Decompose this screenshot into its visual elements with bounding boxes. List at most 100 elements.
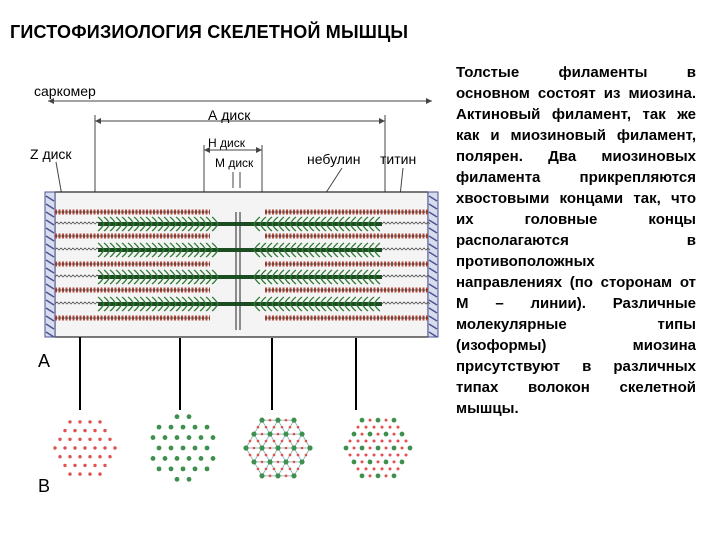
thick-filament-dot <box>156 466 162 472</box>
thin-filament-dot <box>396 453 400 457</box>
thin-filament-dot <box>364 453 368 457</box>
z-disc-hatch <box>428 259 438 266</box>
thin-filament-dot <box>264 467 268 471</box>
thick-filament-dot <box>180 466 186 472</box>
myosin-head <box>133 296 141 312</box>
myosin-head <box>97 242 105 258</box>
myosin-head <box>295 296 303 312</box>
thick-filament-dot <box>192 445 198 451</box>
thin-filament-dot <box>364 467 368 471</box>
thin-filament-dot <box>272 467 276 471</box>
myosin-head <box>355 296 363 312</box>
thin-filament-dot <box>108 455 112 459</box>
thick-filament-dot <box>391 445 397 451</box>
thin-filament-dot <box>380 439 384 443</box>
thick-filament-dot <box>291 445 297 451</box>
myosin-head <box>313 242 321 258</box>
thick-filament-dot <box>198 456 204 461</box>
myosin-head <box>283 216 291 232</box>
myosin-head <box>205 296 213 312</box>
thick-filament-dot <box>150 456 156 461</box>
myosin-head <box>295 216 303 232</box>
myosin-head <box>373 242 381 258</box>
myosin-head <box>361 216 369 232</box>
myosin-head <box>175 216 183 232</box>
z-disc-hatch <box>428 275 438 282</box>
thin-filament-dot <box>372 425 376 429</box>
thick-filament-dot <box>375 445 381 451</box>
myosin-head <box>127 296 135 312</box>
thin-filament-dot <box>260 432 264 436</box>
z-disc-hatch <box>428 203 438 210</box>
myosin-head <box>325 216 333 232</box>
myosin-head <box>205 269 213 285</box>
myosin-head <box>271 269 279 285</box>
slide-title: ГИСТОФИЗИОЛОГИЯ СКЕЛЕТНОЙ МЫШЦЫ <box>10 22 409 42</box>
myosin-head <box>319 216 327 232</box>
thin-filament-dot <box>93 463 97 468</box>
myosin-head <box>145 269 153 285</box>
thin-filament-dot <box>396 439 400 443</box>
thick-filament-dot <box>186 476 192 482</box>
thin-filament-dot <box>392 460 396 464</box>
thick-filament-dot <box>275 417 281 423</box>
myosin-head <box>259 216 267 232</box>
thin-filament-dot <box>388 439 392 443</box>
thin-filament-dot <box>73 463 77 468</box>
h-zone-arrow-head <box>256 147 262 153</box>
myosin-head <box>121 242 129 258</box>
thin-filament-dot <box>88 472 92 476</box>
thick-filament-dot <box>391 473 397 479</box>
thick-filament-dot <box>168 445 174 451</box>
z-disc-hatch <box>428 299 438 306</box>
thick-filament-dot <box>210 456 216 461</box>
titin-spring <box>381 301 431 305</box>
myosin-head <box>319 269 327 285</box>
myosin-head <box>343 242 351 258</box>
myosin-head <box>349 242 357 258</box>
myosin-head <box>355 242 363 258</box>
z-disc-label: Z диск <box>30 146 72 162</box>
thin-filament-dot <box>364 425 368 429</box>
myosin-head <box>169 269 177 285</box>
thick-filament-dot <box>375 417 381 423</box>
thick-filament-dot <box>359 417 365 423</box>
thin-filament-dot <box>368 446 372 450</box>
titin-spring <box>381 274 431 278</box>
thin-filament-dot <box>256 439 260 443</box>
z-disc-hatch <box>428 227 438 234</box>
myosin-head <box>133 269 141 285</box>
a-band-arrow-head <box>379 118 385 124</box>
titin-spring <box>381 247 431 251</box>
thick-filament-dot <box>283 431 289 437</box>
myosin-head <box>361 269 369 285</box>
titin-spring <box>381 221 431 225</box>
myosin-head <box>277 269 285 285</box>
h-zone-label: Н диск <box>208 136 245 150</box>
thin-filament-dot <box>248 439 252 443</box>
z-disc-hatch <box>428 323 438 330</box>
myosin-head <box>151 296 159 312</box>
thick-filament-dot <box>259 473 265 479</box>
thin-filament-dot <box>280 453 284 457</box>
thick-filament-dot <box>351 431 357 437</box>
panel-b-letter: В <box>38 476 51 496</box>
myosin-head <box>271 296 279 312</box>
thick-filament-dot <box>359 473 365 479</box>
z-disc-hatch <box>45 195 55 202</box>
myosin-head <box>205 216 213 232</box>
z-disc-hatch <box>428 251 438 258</box>
myosin-head <box>103 269 111 285</box>
myosin-head <box>169 216 177 232</box>
myosin-head <box>139 296 147 312</box>
thick-filament-dot <box>162 456 168 461</box>
z-disc-hatch <box>428 331 438 338</box>
myosin-head <box>181 242 189 258</box>
myosin-head <box>367 296 375 312</box>
thick-filament-dot <box>162 435 168 440</box>
sarcomere-arrow-head <box>426 98 432 104</box>
myosin-head <box>337 269 345 285</box>
thin-filament-dot <box>348 439 352 443</box>
thin-filament-dot <box>404 439 408 443</box>
myosin-head <box>211 242 219 258</box>
